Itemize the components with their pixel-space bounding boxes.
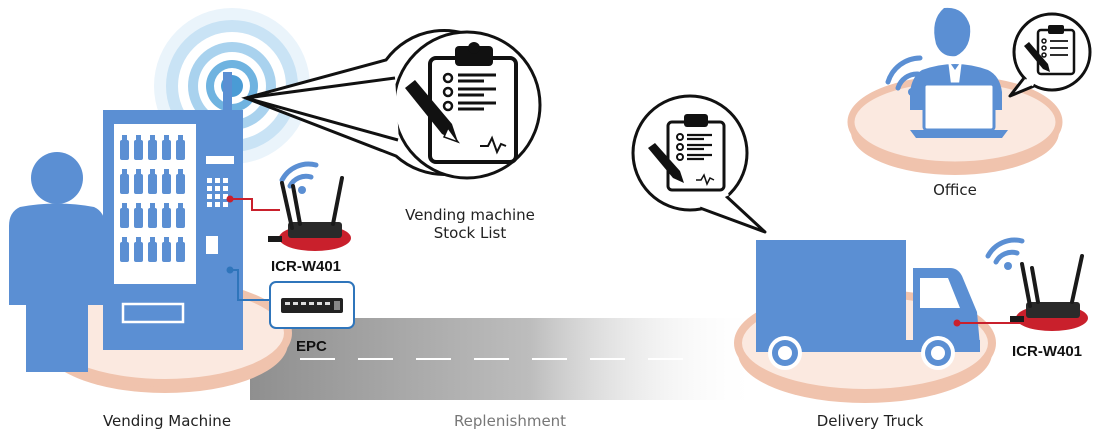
stock-list-bubble	[241, 28, 542, 180]
label-office: Office	[933, 181, 977, 199]
label-router-left: ICR-W401	[271, 258, 342, 275]
pencil-icon	[1024, 42, 1050, 72]
label-vending-machine: Vending Machine	[102, 412, 232, 430]
epc-device-icon	[269, 281, 355, 329]
truck-bubble	[631, 94, 767, 234]
label-delivery-truck: Delivery Truck	[816, 412, 924, 430]
vending-machine-icon	[103, 72, 243, 350]
label-stock-list-line2: Stock List	[433, 224, 507, 242]
router-icon	[268, 161, 351, 251]
road	[250, 318, 760, 400]
connector-lines	[226, 195, 280, 301]
clipboard-icon	[428, 42, 518, 164]
person-icon	[9, 152, 105, 372]
router-icon	[985, 237, 1088, 331]
label-stock-list-line1: Vending machine	[405, 206, 535, 224]
label-epc: EPC	[296, 338, 327, 355]
truck-icon	[756, 240, 980, 370]
clipboard-icon	[666, 114, 726, 192]
connector-lines	[953, 319, 1020, 327]
label-replenishment: Replenishment	[453, 412, 567, 430]
label-router-right: ICR-W401	[1012, 343, 1083, 360]
office-bubble	[1008, 12, 1092, 98]
laptop-icon	[910, 82, 1008, 138]
pencil-icon	[648, 143, 684, 183]
pencil-icon	[405, 80, 461, 144]
